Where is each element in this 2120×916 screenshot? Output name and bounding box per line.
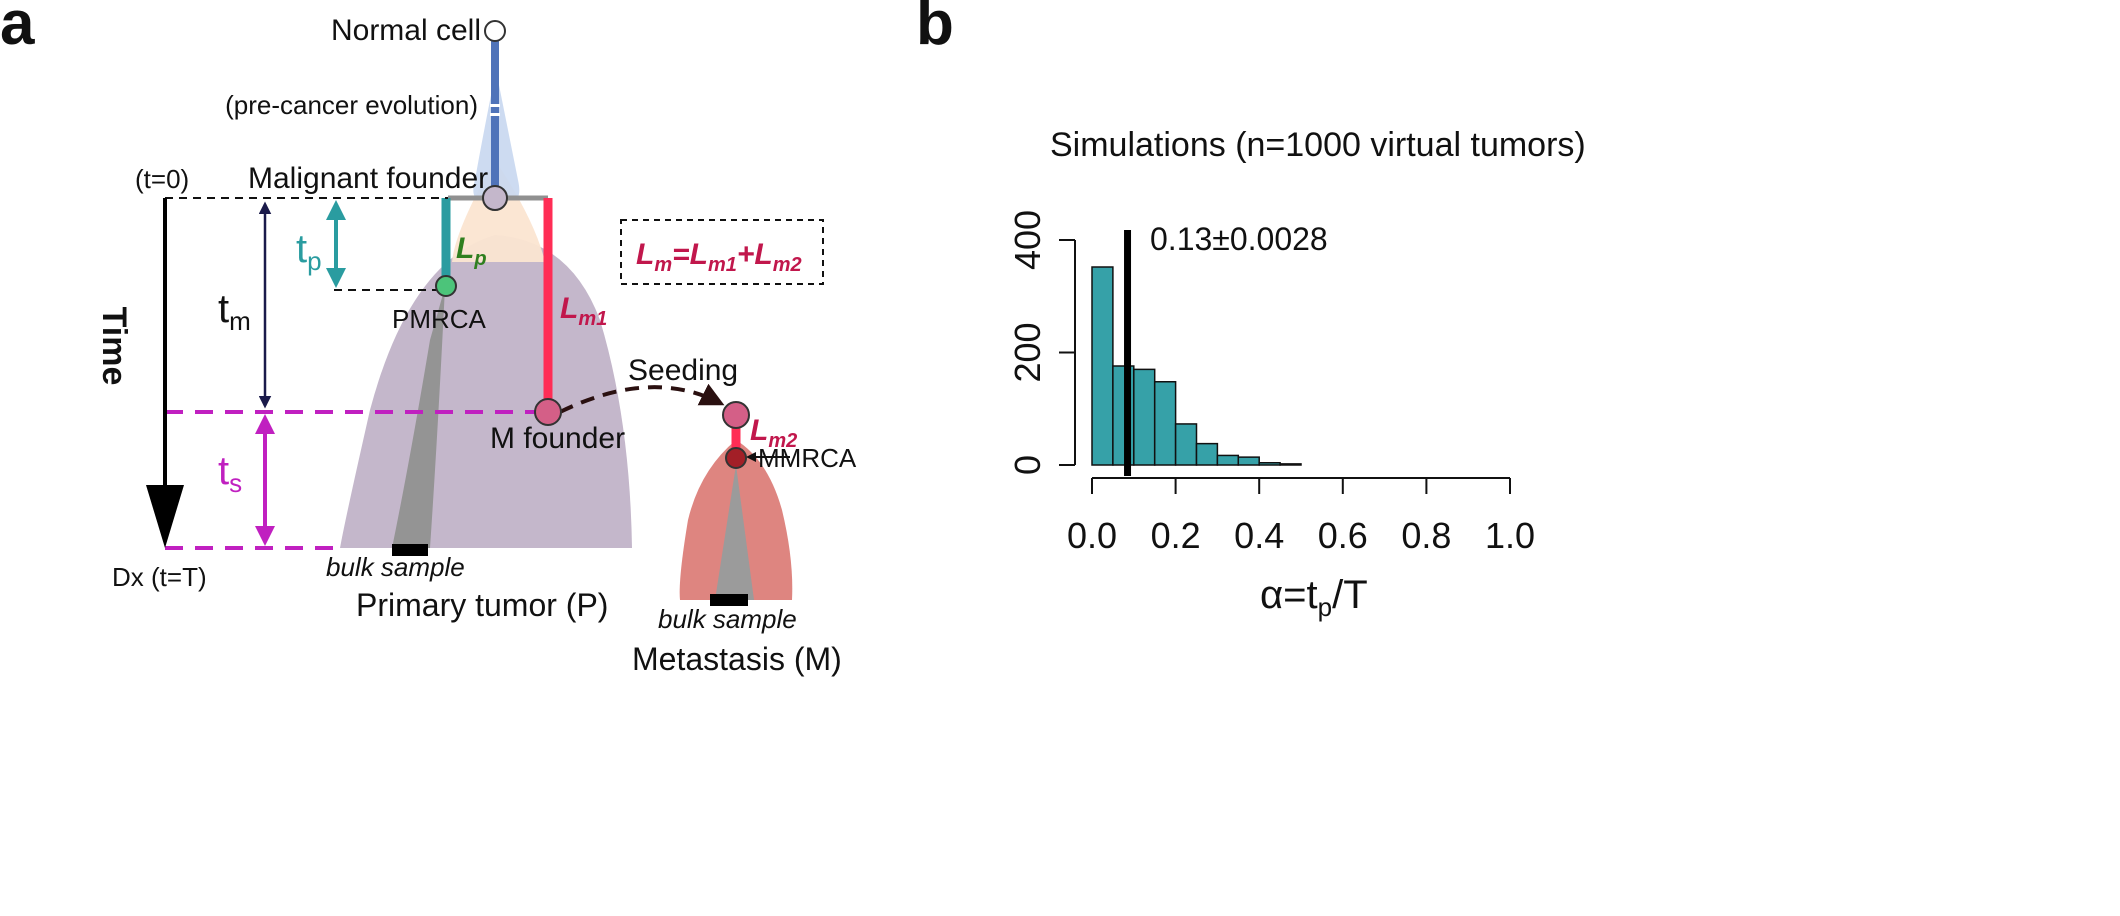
lm1-label-sub: m1 xyxy=(578,308,607,330)
mean-alpha-pm: ± xyxy=(1212,221,1230,257)
primary-tumor-body xyxy=(340,235,632,548)
mean-alpha-annotation: 0.13±0.0028 xyxy=(1150,221,1328,257)
mmrca-label: MMRCA xyxy=(758,443,857,473)
malignant-founder-node xyxy=(482,185,508,211)
panel-b-letter: b xyxy=(916,0,954,58)
primary-sampled-lineage xyxy=(392,287,445,548)
x-axis-label-sub: p xyxy=(1318,592,1332,622)
histogram-bar xyxy=(1237,456,1260,466)
lp-label-sub: p xyxy=(473,248,486,270)
tm-label-main: t xyxy=(218,287,229,331)
x-axis-label: α=tp/T xyxy=(1260,573,1368,622)
normal-cell-node xyxy=(484,20,506,42)
ts-label: ts xyxy=(218,449,242,498)
metastasis-bulk-sample-label: bulk sample xyxy=(658,604,797,634)
x-axis-label-tail: /T xyxy=(1332,573,1368,617)
eq-r1-sub: m1 xyxy=(708,254,737,276)
equation-box xyxy=(620,219,824,285)
lm2-label-sub: m2 xyxy=(768,430,797,452)
malignant-founder-label: Malignant founder xyxy=(248,162,488,195)
histogram-bar xyxy=(1174,423,1198,466)
eq-lhs-sub: m xyxy=(654,254,672,276)
tm-label-sub: m xyxy=(229,306,251,336)
y-axis: 0 200 400 xyxy=(1007,210,1076,475)
metastasis-bulk-sample-bar xyxy=(710,594,748,606)
panel-a: a xyxy=(0,0,857,677)
x-tick-label: 1.0 xyxy=(1485,515,1535,556)
metastasis-founder-node xyxy=(722,401,750,429)
histogram xyxy=(1091,266,1302,466)
histogram-bar xyxy=(1195,442,1219,466)
pmrca-node xyxy=(435,275,457,297)
mmrca-node xyxy=(725,447,747,469)
mean-alpha-value: 0.13 xyxy=(1150,221,1212,257)
panel-a-letter: a xyxy=(0,0,35,58)
eq-sign: = xyxy=(672,238,690,271)
metastasis-sampled-lineage xyxy=(715,465,754,600)
pmrca-label: PMRCA xyxy=(392,304,487,334)
m-founder-label: M founder xyxy=(490,422,625,455)
dx-label: Dx (t=T) xyxy=(112,562,207,592)
lp-label-main: L xyxy=(456,232,474,265)
x-tick-label: 0.8 xyxy=(1401,515,1451,556)
histogram-bar xyxy=(1153,381,1177,466)
primary-bulk-sample-label: bulk sample xyxy=(326,552,465,582)
chart-title: Simulations (n=1000 virtual tumors) xyxy=(1050,126,1586,164)
panel-b: b Simulations (n=1000 virtual tumors) 0.… xyxy=(916,0,1586,622)
lm1-label-main: L xyxy=(560,292,578,325)
t0-label: (t=0) xyxy=(135,164,189,194)
tp-label-main: t xyxy=(296,227,307,271)
lm1-label: Lm1 xyxy=(560,292,607,330)
lm2-label: Lm2 xyxy=(750,414,797,452)
mean-alpha-se: 0.0028 xyxy=(1230,221,1328,257)
primary-bulk-sample-bar xyxy=(392,544,428,556)
metastasis-label: Metastasis (M) xyxy=(632,641,842,677)
lp-label: Lp xyxy=(456,232,487,270)
primary-tumor-label: Primary tumor (P) xyxy=(356,587,608,623)
ts-label-sub: s xyxy=(229,468,242,498)
equation-text: Lm=Lm1+Lm2 xyxy=(636,238,802,276)
lm2-label-main: L xyxy=(750,414,768,447)
m-founder-node xyxy=(534,398,562,426)
pre-cancer-label: (pre-cancer evolution) xyxy=(225,90,478,120)
eq-r2-main: L xyxy=(754,238,772,271)
histogram-bar xyxy=(1258,462,1281,466)
x-tick-label: 0.6 xyxy=(1318,515,1368,556)
seeding-arrow xyxy=(559,383,725,414)
x-tick-label: 0.4 xyxy=(1234,515,1284,556)
y-tick-label: 0 xyxy=(1007,455,1048,475)
y-tick-label: 400 xyxy=(1007,210,1048,270)
time-label: Time xyxy=(95,307,133,386)
time-arrowhead xyxy=(146,485,184,548)
eq-lhs-main: L xyxy=(636,238,654,271)
histogram-bar xyxy=(1279,463,1302,466)
y-tick-label: 200 xyxy=(1007,322,1048,382)
histogram-bar xyxy=(1133,368,1156,466)
tp-label: tp xyxy=(296,227,322,276)
x-tick-label: 0.2 xyxy=(1151,515,1201,556)
ts-label-main: t xyxy=(218,449,229,493)
eq-plus: + xyxy=(737,238,755,271)
histogram-bar xyxy=(1216,454,1240,466)
x-tick-label: 0.0 xyxy=(1067,515,1117,556)
normal-cell-label: Normal cell xyxy=(331,14,481,47)
eq-r1-main: L xyxy=(690,238,708,271)
lineage-gap-2 xyxy=(490,113,500,116)
eq-r2-sub: m2 xyxy=(773,254,802,276)
lineage-gap-1 xyxy=(490,104,500,107)
x-axis-label-main: α=t xyxy=(1260,573,1318,617)
tp-label-sub: p xyxy=(307,246,321,276)
seeding-label: Seeding xyxy=(628,354,738,387)
x-axis: 0.0 0.2 0.4 0.6 0.8 1.0 xyxy=(1067,477,1535,556)
tm-label: tm xyxy=(218,287,251,336)
early-clone-envelope xyxy=(452,160,545,262)
mmrca-pointer-head xyxy=(746,452,756,462)
histogram-bar xyxy=(1091,266,1114,466)
